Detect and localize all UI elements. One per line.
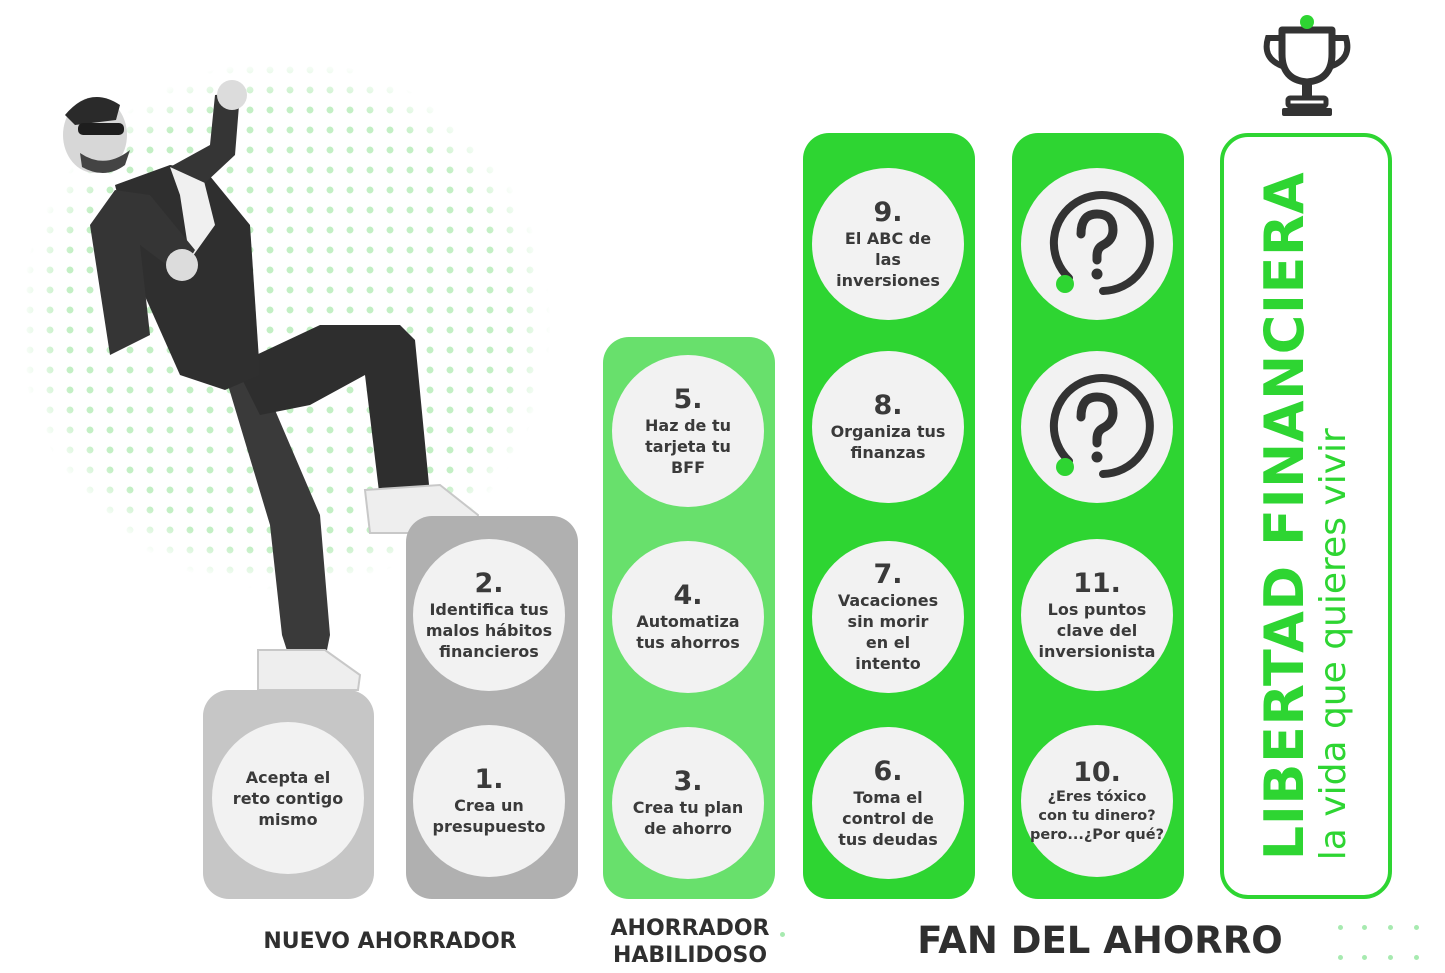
level-label-fan: FAN DEL AHORRO <box>917 919 1283 962</box>
question-circle-icon <box>1049 374 1154 478</box>
goal-title: LIBERTAD FINANCIERA <box>1253 171 1316 861</box>
decorative-dot <box>1414 955 1419 960</box>
step-number: 1. <box>474 764 504 795</box>
step-11: 11. Los puntos clave del inversionista <box>1021 539 1173 691</box>
mystery-step-1 <box>1021 168 1173 320</box>
step-text: Toma el control de tus deudas <box>838 787 938 849</box>
step-number: 3. <box>673 766 703 797</box>
decorative-dot <box>1414 925 1419 930</box>
step-number: 7. <box>873 559 903 590</box>
decorative-dot <box>1388 955 1393 960</box>
step-1: 1. Crea un presupuesto <box>413 725 565 877</box>
goal-subtitle: la vida que quieres vivir <box>1313 428 1354 861</box>
celebrating-man-illustration <box>63 80 480 691</box>
step-number: 10. <box>1073 756 1121 788</box>
mystery-step-2 <box>1021 351 1173 503</box>
step-text: El ABC de las inversiones <box>836 228 940 290</box>
step-6: 6. Toma el control de tus deudas <box>812 727 964 879</box>
goal-text-group: LIBERTAD FINANCIERA la vida que quieres … <box>1253 171 1355 861</box>
step-text: Automatiza tus ahorros <box>636 612 740 652</box>
step-text: Crea un presupuesto <box>432 796 546 836</box>
step-accept-challenge: Acepta el reto contigo mismo <box>212 722 364 874</box>
decorative-dot <box>1362 925 1367 930</box>
decorative-dot <box>1338 955 1343 960</box>
step-number: 4. <box>673 580 703 611</box>
step-5: 5. Haz de tu tarjeta tu BFF <box>612 355 764 507</box>
step-3: 3. Crea tu plan de ahorro <box>612 727 764 879</box>
step-number: 6. <box>873 755 903 787</box>
step-number: 2. <box>474 567 504 599</box>
step-text: Organiza tus finanzas <box>830 422 946 462</box>
step-text: Vacaciones sin morir en el intento <box>837 591 939 673</box>
decorative-dot <box>1338 925 1343 930</box>
step-number: 8. <box>873 390 903 421</box>
step-4: 4. Automatiza tus ahorros <box>612 541 764 693</box>
step-text: ¿Eres tóxico con tu dinero? pero...¿Por … <box>1030 788 1164 843</box>
question-circle-icon <box>1049 191 1154 295</box>
step-number: 9. <box>873 196 903 228</box>
decorative-dot <box>1388 925 1393 930</box>
step-2: 2. Identifica tus malos hábitos financie… <box>413 539 565 691</box>
step-9: 9. El ABC de las inversiones <box>812 168 964 320</box>
step-number: 11. <box>1073 567 1121 599</box>
step-10: 10. ¿Eres tóxico con tu dinero? pero...¿… <box>1021 725 1173 877</box>
goal-box: LIBERTAD FINANCIERA la vida que quieres … <box>1220 133 1392 899</box>
level-label-habilidoso: AHORRADOR HABILIDOSO <box>610 916 770 968</box>
step-number: 5. <box>673 383 703 415</box>
step-7: 7. Vacaciones sin morir en el intento <box>812 541 964 693</box>
step-text: Crea tu plan de ahorro <box>632 798 744 838</box>
level-label-nuevo: NUEVO AHORRADOR <box>263 929 517 954</box>
step-text: Acepta el reto contigo mismo <box>232 767 344 829</box>
step-text: Identifica tus malos hábitos financieros <box>425 599 553 661</box>
decorative-dot <box>780 932 785 937</box>
step-8: 8. Organiza tus finanzas <box>812 351 964 503</box>
step-text: Haz de tu tarjeta tu BFF <box>645 415 731 477</box>
trophy-icon <box>1263 15 1351 116</box>
step-text: Los puntos clave del inversionista <box>1038 599 1156 661</box>
decorative-dot <box>1362 955 1367 960</box>
